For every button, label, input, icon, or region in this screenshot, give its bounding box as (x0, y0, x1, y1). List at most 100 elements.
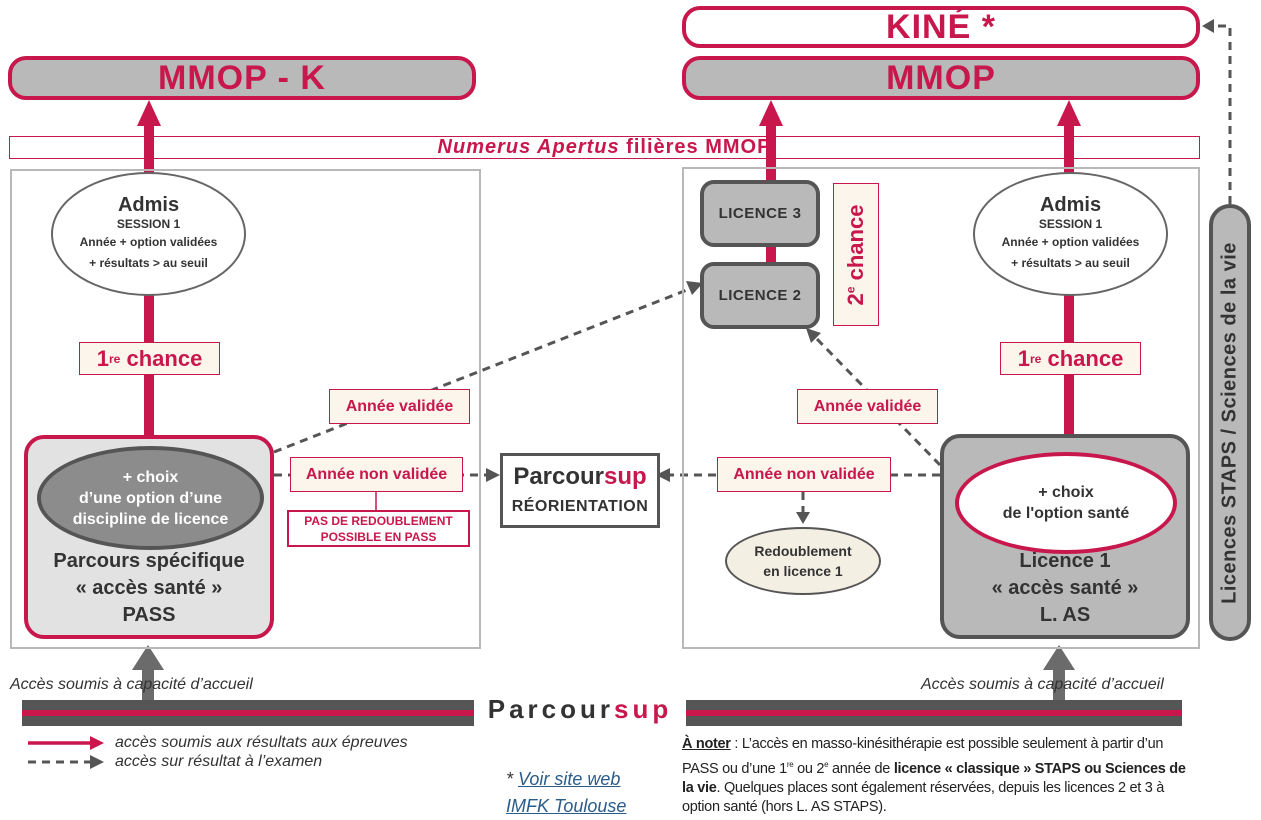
right-chance-word: chance (1041, 345, 1124, 371)
right-access-arrowhead (1043, 645, 1075, 670)
right-annee-non-validee-tag: Année non validée (717, 457, 891, 492)
parcoursup-logo: Parcoursup (503, 458, 657, 496)
right-admis-oval: Admis SESSION 1 Année + option validées … (973, 172, 1168, 296)
left-chance-sup: re (108, 351, 121, 366)
right-admis-line2: + résultats > au seuil (1011, 256, 1130, 270)
las-line3: L. AS (1039, 604, 1091, 626)
pas-redoublement-box: PAS DE REDOUBLEMENT POSSIBLE EN PASS (287, 510, 470, 547)
parcoursup-left-arrowhead (486, 468, 500, 482)
las-line1: Licence 1 (1019, 550, 1111, 572)
second-chance-sup: e (843, 285, 858, 293)
legend-lines (28, 736, 104, 769)
left-admis-oval: Admis SESSION 1 Année + option validées … (51, 172, 246, 296)
left-admis-session: SESSION 1 (116, 217, 181, 231)
pass-line2: « accès santé » (75, 577, 223, 599)
parcoursup-right-arrowhead (656, 468, 670, 482)
left-access-arrowhead (132, 645, 164, 670)
right-acces-text: Accès soumis à capacité d’accueil (921, 676, 1164, 693)
right-annee-validee-tag: Année validée (797, 389, 938, 424)
band-right-red (686, 710, 1182, 716)
second-chance-tag: 2e chance (833, 183, 879, 326)
left-annee-non-validee-label: Année non validée (305, 465, 448, 483)
dashed-arrowheads (486, 19, 1214, 524)
legend-dashed-arrowhead (90, 755, 104, 769)
right-mmop-arrowhead (1057, 100, 1081, 126)
second-chance-word: chance (843, 204, 868, 286)
left-admis-stem (144, 120, 154, 176)
kine-box: KINÉ * (682, 6, 1200, 48)
redoublement-arrowhead (796, 512, 810, 524)
legend-solid-arrowhead (90, 736, 104, 750)
pass-line1: Parcours spécifique (53, 550, 245, 572)
kine-label: KINÉ * (886, 7, 996, 46)
note-paragraph: À noter : L’accès en masso-kinésithérapi… (682, 735, 1187, 818)
left-annee-validee-label: Année validée (345, 397, 454, 415)
note-label: À noter (682, 736, 731, 752)
left-admis-line1: Année + option validées (79, 235, 218, 249)
right-admis-stem (1064, 120, 1074, 176)
reorientation-label: RÉORIENTATION (511, 498, 649, 515)
redoublement-line2: en licence 1 (763, 563, 843, 579)
left-frame (10, 169, 481, 649)
pass-to-licence2-dash (273, 286, 693, 454)
right-chance-num: 1 (1017, 345, 1030, 371)
numerus-italic: Numerus Apertus (437, 136, 620, 158)
licence3-label: LICENCE 3 (718, 205, 802, 222)
licence2-3-link (766, 246, 776, 262)
right-admis-title: Admis (1039, 194, 1102, 216)
licence3-arrowhead (759, 100, 783, 126)
las-line2: « accès santé » (991, 577, 1139, 599)
legend-solid-text: accès soumis aux résultats aux épreuves (115, 734, 408, 751)
left-admis-title: Admis (117, 194, 180, 216)
note-bold1: licence « classique » STAPS ou Sciences … (682, 760, 1186, 796)
band-left-red (22, 710, 474, 716)
pas-redoublement-line1: PAS DE REDOUBLEMENT (304, 514, 453, 528)
licence2-box: LICENCE 2 (700, 262, 820, 329)
left-choix-line3: discipline de licence (72, 510, 229, 528)
note-sup2: e (824, 759, 829, 769)
right-choix-line1: + choix (1038, 484, 1094, 501)
site-link-2[interactable]: IMFK Toulouse (506, 796, 627, 816)
parcoursup-logo-b: sup (604, 463, 647, 490)
note-p4: . Quelques places sont également réservé… (682, 779, 1164, 816)
site-link[interactable]: Voir site web (518, 769, 621, 789)
mmop-box: MMOP (682, 56, 1200, 100)
staps-to-kine-dash (1212, 24, 1232, 204)
right-admis-session: SESSION 1 (1038, 217, 1103, 231)
numerus-apertus-band: Numerus Apertus filières MMOP (9, 136, 1200, 159)
note-p1: : L’accès en masso-kinésithérapie est po… (682, 736, 1164, 777)
staps-vertical-pill: Licences STAPS / Sciences de la vie (1209, 204, 1251, 641)
site-note: * Voir site web IMFK Toulouse (506, 766, 626, 820)
redoublement-oval: Redoublement en licence 1 (725, 527, 881, 595)
note-p3: année de (828, 760, 894, 777)
left-access-stem (142, 668, 154, 700)
left-annee-validee-tag: Année validée (329, 389, 470, 424)
left-chance-word: chance (120, 345, 203, 371)
numerus-rest: filières MMOP (619, 136, 772, 158)
left-acces-text: Accès soumis à capacité d’accueil (10, 676, 253, 693)
note-p2: ou 2 (793, 760, 825, 777)
right-annee-validee-label: Année validée (813, 397, 922, 415)
licence2-right-arrowhead (806, 328, 821, 343)
left-mmopk-arrowhead (137, 100, 161, 126)
pass-line3: PASS (122, 604, 176, 626)
licence2-arrowhead (686, 281, 703, 295)
right-choix-oval: + choix de l'option santé (955, 452, 1177, 554)
second-chance-text: 2e chance (843, 204, 869, 305)
right-frame (682, 167, 1200, 649)
second-chance-num: 2 (843, 292, 868, 305)
right-chance-sup: re (1029, 351, 1042, 366)
licence3-stem (766, 120, 776, 182)
legend-dashed-text: accès sur résultat à l’examen (115, 753, 323, 770)
site-star: * (506, 769, 519, 789)
pas-redoublement-line2: POSSIBLE EN PASS (320, 530, 437, 544)
kine-arrowhead (1202, 19, 1214, 33)
parcoursup-logo-a: Parcour (513, 463, 605, 490)
mmop-k-label: MMOP - K (158, 58, 326, 97)
staps-vertical-label: Licences STAPS / Sciences de la vie (1218, 241, 1241, 604)
parcoursup-band-label: Parcoursup (474, 694, 686, 725)
parcoursup-band (22, 700, 1182, 726)
note-sup1: re (786, 759, 794, 769)
left-annee-non-validee-tag: Année non validée (290, 457, 463, 492)
